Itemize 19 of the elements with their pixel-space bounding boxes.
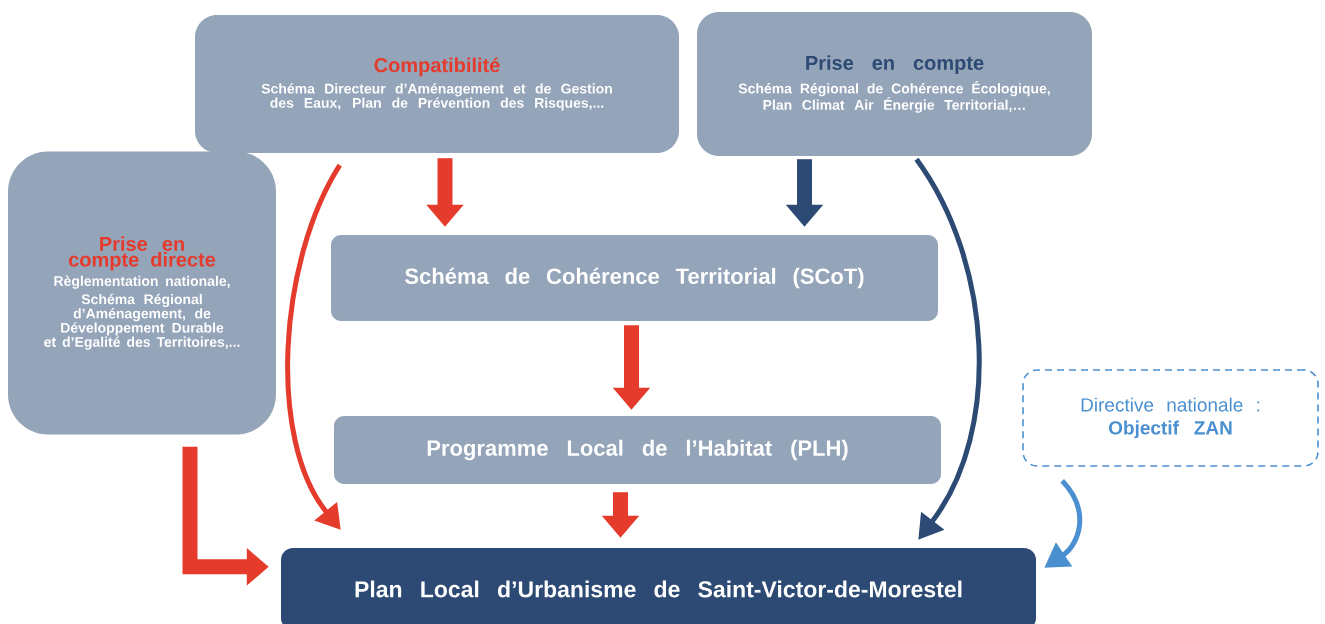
process-box: [331, 235, 938, 321]
rounded-box: [8, 151, 276, 435]
box-label: Schéma de Cohérence Territorial (SCoT): [405, 267, 864, 289]
process-box: [334, 416, 941, 484]
box-text: Schéma Régional d’Aménagement, de Développement Durable et d’Egalité des Territoires,...: [44, 293, 240, 350]
box-text: Règlementation nationale,: [54, 275, 230, 289]
rounded-box: [697, 12, 1092, 156]
box-label: Plan Local d’Urbanisme de Saint-Victor-de-Morestel: [355, 580, 962, 598]
box-text: Schéma Régional de Cohérence Écologique, Plan Climat Air Énergie Territorial,…: [738, 80, 1050, 113]
box-label: Programme Local de l’Habitat (PLH): [427, 439, 848, 461]
box-text: Schéma Directeur d’Aménagement et de Gestion des Eaux, Plan de Prévention des Risques,...: [261, 83, 612, 111]
result-box: [281, 548, 1036, 624]
box-heading: Directive nationale :: [1081, 397, 1260, 412]
box-heading: Prise en compte: [806, 55, 984, 74]
box-text: Objectif ZAN: [1108, 420, 1232, 439]
box-heading: Compatibilité: [374, 57, 500, 77]
dashed-box: [1022, 369, 1319, 467]
rounded-box: [195, 15, 679, 153]
box-heading: Prise en compte directe: [68, 236, 216, 271]
